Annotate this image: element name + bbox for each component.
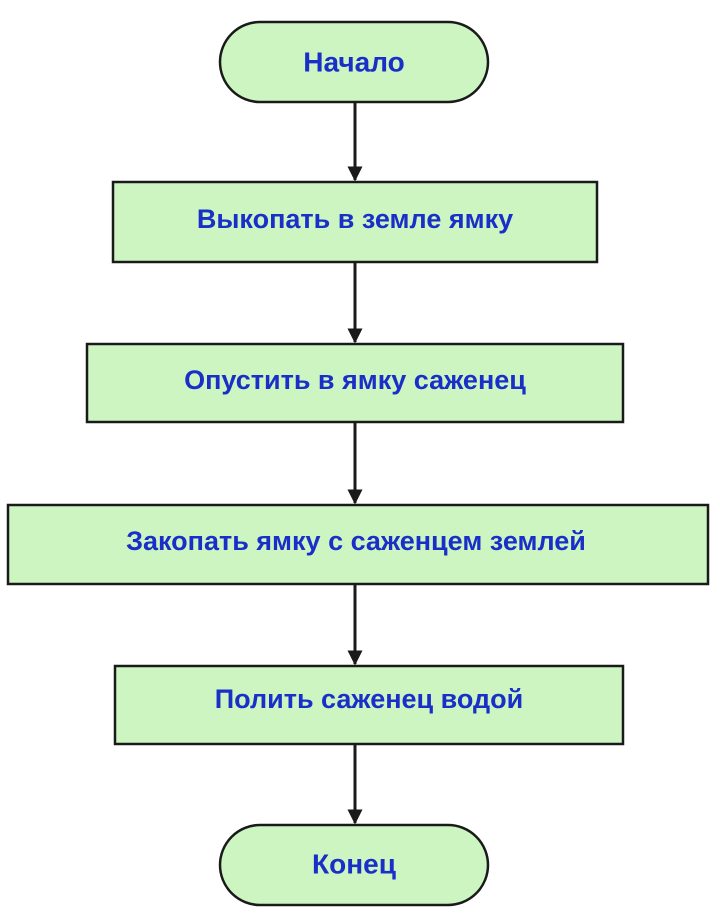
process-node-shape [85, 342, 625, 424]
process-node-bury-seedling: Закопать ямку с саженцем землей [6, 503, 710, 586]
process-node-place-seedling: Опустить в ямку саженец [85, 342, 625, 424]
process-node-shape [113, 664, 625, 746]
start-node-shape [218, 20, 490, 104]
process-node-label: Опустить в ямку саженец [184, 365, 526, 395]
process-node-dig-hole: Выкопать в земле ямку [111, 180, 599, 264]
process-node-shape [111, 180, 599, 264]
end-node-label: Конец [312, 849, 396, 880]
process-node-label: Полить саженец водой [215, 684, 524, 714]
start-node-label: Начало [303, 47, 404, 78]
end-node-shape [218, 823, 490, 907]
process-node-shape [6, 503, 710, 586]
process-node-water-seedling: Полить саженец водой [113, 664, 625, 746]
process-node-label: Закопать ямку с саженцем землей [126, 526, 586, 556]
end-node: Конец [218, 823, 490, 907]
process-node-label: Выкопать в земле ямку [197, 204, 513, 234]
start-node: Начало [218, 20, 490, 104]
